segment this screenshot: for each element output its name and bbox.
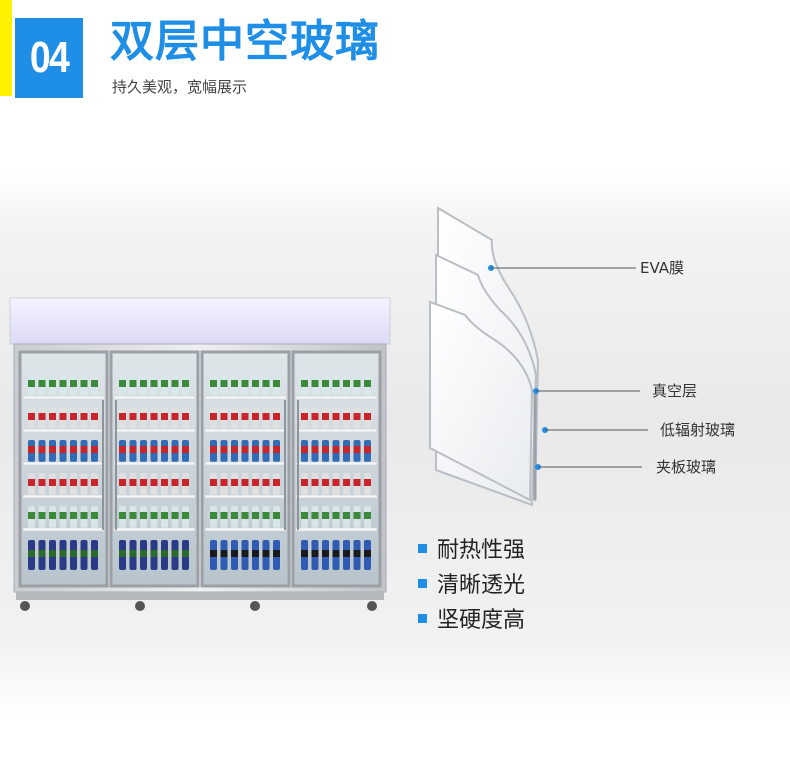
bullet-icon [418, 578, 427, 588]
feature-item: 清晰透光 [418, 568, 525, 598]
feature-item: 耐热性强 [418, 533, 525, 563]
bullet-icon [418, 613, 427, 623]
feature-text: 坚硬度高 [437, 608, 526, 633]
feature-text: 耐热性强 [437, 538, 526, 563]
caster-wheel [20, 601, 30, 611]
page-subtitle: 持久美观，宽幅展示 [112, 78, 248, 96]
yellow-accent-bar [0, 0, 12, 96]
label-laminated-glass: 夹板玻璃 [656, 458, 717, 476]
caster-wheel [250, 601, 260, 611]
feature-item: 坚硬度高 [418, 603, 525, 633]
label-low-e-glass: 低辐射玻璃 [660, 421, 736, 439]
caster-wheel [367, 601, 377, 611]
page-title: 双层中空玻璃 [110, 16, 380, 67]
caster-wheel [135, 601, 145, 611]
section-number: 04 [15, 18, 83, 98]
feature-text: 清晰透光 [437, 573, 526, 598]
glass-layers-diagram [429, 206, 540, 507]
label-eva-film: EVA膜 [640, 259, 685, 277]
display-refrigerator-image [9, 297, 391, 611]
bullet-icon [418, 543, 427, 553]
label-vacuum-layer: 真空层 [652, 382, 698, 400]
